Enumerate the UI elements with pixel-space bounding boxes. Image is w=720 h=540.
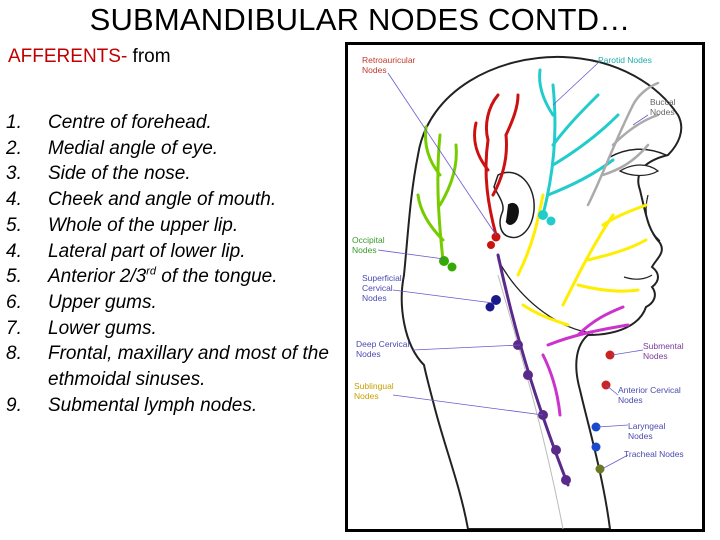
tongue-text-end: of the tongue. xyxy=(156,266,278,288)
list-item-text: Cheek and angle of mouth. xyxy=(48,189,277,211)
list-item-text: Side of the nose. xyxy=(48,163,191,185)
list-item: 2. Medial angle of eye. xyxy=(6,136,346,162)
label-anterior-cervical-line2: Nodes xyxy=(618,395,643,405)
laryngeal-node xyxy=(591,422,601,432)
label-parotid: Parotid Nodes xyxy=(598,55,652,65)
buccal-vessels xyxy=(586,81,660,207)
superficial-cervical-node xyxy=(485,302,495,312)
tracheal-node xyxy=(595,464,605,474)
submental-vessels xyxy=(541,305,630,417)
label-sublingual-line2: Nodes xyxy=(354,391,379,401)
label-deep-cervical-line1: Deep Cervical xyxy=(356,339,409,349)
list-item: 9. Submental lymph nodes. xyxy=(6,393,346,419)
label-superficial-cervical-line3: Nodes xyxy=(362,293,387,303)
list-item-number: 1. xyxy=(6,112,22,133)
parotid-node xyxy=(546,216,556,226)
label-anterior-cervical-line1: Anterior Cervical xyxy=(618,385,681,395)
label-superficial-cervical-line1: Superficial xyxy=(362,273,402,283)
label-submental-line1: Submental xyxy=(643,341,684,351)
list-item: 8. Frontal, maxillary and most of the eth… xyxy=(6,341,346,392)
list-item: 4. Cheek and angle of mouth. xyxy=(6,187,346,213)
slide-title: SUBMANDIBULAR NODES CONTD… xyxy=(89,2,631,37)
deep-cervical-node xyxy=(551,445,561,455)
leader-lines xyxy=(377,62,649,470)
list-item: 1. Centre of forehead. xyxy=(6,110,346,136)
label-laryngeal-line1: Laryngeal xyxy=(628,421,665,431)
label-deep-cervical-line2: Nodes xyxy=(356,349,381,359)
list-item-number: 9. xyxy=(6,394,22,416)
list-item-text: Medial angle of eye. xyxy=(48,137,219,159)
list-item-number: 4. xyxy=(6,189,22,211)
facial-vessels xyxy=(516,193,648,327)
list-item-text: Anterior 2/3rd of the tongue. xyxy=(48,264,346,290)
list-item-number: 8. xyxy=(6,343,22,365)
list-item: 4. Lateral part of lower lip. xyxy=(6,239,346,265)
mouth-line xyxy=(623,274,653,280)
retroauricular-vessels xyxy=(473,93,520,237)
list-item-number: 6. xyxy=(6,291,22,313)
label-occipital-line1: Occipital xyxy=(352,235,385,245)
neck-muscle-line xyxy=(497,274,564,529)
occipital-node xyxy=(439,256,449,266)
label-tracheal: Tracheal Nodes xyxy=(624,449,684,459)
eyebrow xyxy=(609,148,667,158)
list-item-text: Frontal, maxillary and most of the ethmo… xyxy=(48,343,329,391)
list-item-text: Submental lymph nodes. xyxy=(48,394,258,416)
label-superficial-cervical-line2: Cervical xyxy=(362,283,393,293)
label-retroauricular-line1: Retroauricular xyxy=(362,55,416,65)
list-item-text: Lateral part of lower lip. xyxy=(48,240,246,262)
label-buccal-line2: Nodes xyxy=(650,107,675,117)
head-outline xyxy=(400,55,683,529)
retroauricular-node xyxy=(487,241,495,249)
list-item-text: Whole of the upper lip. xyxy=(48,214,239,236)
label-retroauricular-line2: Nodes xyxy=(362,65,387,75)
list-item: 7. Lower gums. xyxy=(6,316,346,342)
parotid-node xyxy=(538,210,548,220)
list-item-number: 5. xyxy=(6,266,22,288)
afferent-list: 1. Centre of forehead. 2. Medial angle of … xyxy=(6,110,346,418)
list-item-number: 7. xyxy=(6,317,22,339)
superficial-cervical-node xyxy=(491,295,501,305)
label-sublingual-line1: Sublingual xyxy=(354,381,394,391)
list-item: 5. Whole of the upper lip. xyxy=(6,213,346,239)
ordinal-suffix: rd xyxy=(146,265,157,278)
occipital-node xyxy=(447,262,457,272)
list-item: 5. Anterior 2/3rd of the tongue. xyxy=(6,264,346,290)
submental-node xyxy=(605,350,615,360)
label-buccal-line1: Buccal xyxy=(650,97,676,107)
list-item-number: 2. xyxy=(6,137,22,159)
lymph-nodes-figure: Retroauricular Nodes Parotid Nodes Bucca… xyxy=(345,42,705,532)
list-item: 6. Upper gums. xyxy=(6,290,346,316)
label-submental-line2: Nodes xyxy=(643,351,668,361)
afferents-suffix: from xyxy=(127,46,171,67)
list-item-number: 4. xyxy=(6,240,22,262)
list-item-text: Centre of forehead. xyxy=(48,112,212,133)
deep-cervical-node xyxy=(523,370,533,380)
tongue-text-start: Anterior 2/3 xyxy=(48,266,147,288)
list-item-number: 3. xyxy=(6,163,22,185)
head-neck-lymphatics-diagram: Retroauricular Nodes Parotid Nodes Bucca… xyxy=(352,55,684,529)
label-occipital-line2: Nodes xyxy=(352,245,377,255)
list-item-text: Upper gums. xyxy=(48,291,157,313)
list-item-text: Lower gums. xyxy=(48,317,157,339)
occipital-vessels xyxy=(416,125,458,262)
nose-line xyxy=(645,194,661,242)
afferents-heading: AFFERENTS- from xyxy=(8,46,171,68)
ear-canal xyxy=(505,202,519,225)
label-laryngeal-line2: Nodes xyxy=(628,431,653,441)
eye xyxy=(618,164,660,177)
list-item: 3. Side of the nose. xyxy=(6,161,346,187)
retroauricular-node xyxy=(491,232,501,242)
list-item-number: 5. xyxy=(6,214,22,236)
deep-cervical-node xyxy=(561,475,571,485)
afferents-label: AFFERENTS- xyxy=(8,46,128,67)
laryngeal-node xyxy=(591,442,601,452)
parotid-vessels xyxy=(538,68,620,217)
